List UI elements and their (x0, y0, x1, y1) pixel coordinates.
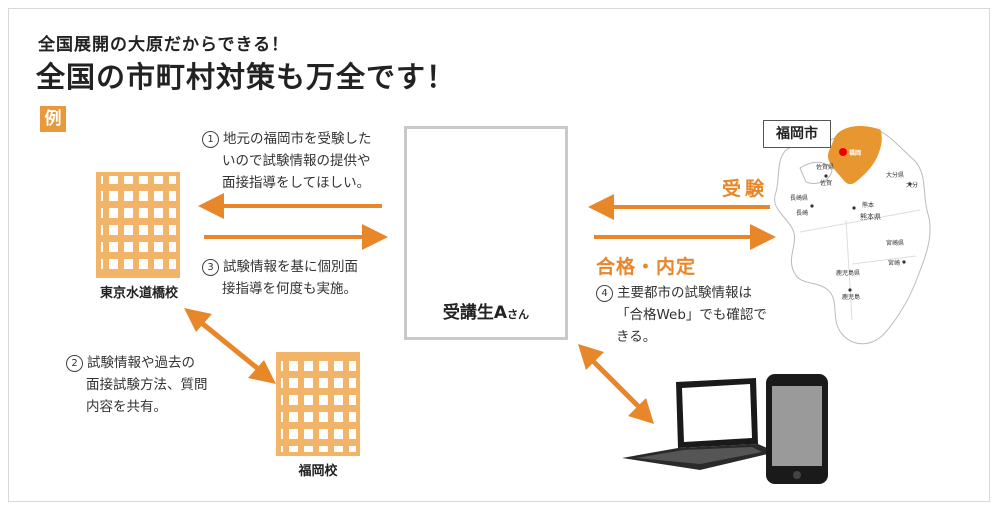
kyushu-map (774, 126, 931, 345)
arrow-pass-right (594, 224, 776, 250)
exam-label: 受験 (722, 178, 769, 200)
map-city-fukuoka: 福岡 (849, 150, 862, 157)
step3-number: 3 (202, 259, 219, 276)
map-city-oita-pref: 大分県 (886, 172, 905, 179)
person-name-main: 受講生A (442, 303, 508, 323)
building-tokyo-icon (96, 172, 180, 278)
map-title: 福岡市 (763, 120, 831, 148)
step3-line2: 接指導を何度も実施。 (222, 281, 357, 297)
map-city-nagasaki-pref: 長崎県 (790, 195, 809, 202)
map-city-kumamoto: 熊本 (862, 202, 875, 209)
step4-line2: 「合格Web」でも確認で (616, 307, 767, 323)
person-name-suffix: さん (507, 308, 530, 321)
arrow-tokyo-fukuoka (184, 308, 276, 384)
header-subtitle: 全国展開の大原だからできる！ (38, 35, 290, 55)
step2-number: 2 (66, 355, 83, 372)
school-tokyo-label: 東京水道橋校 (99, 286, 178, 301)
laptop-icon (622, 378, 776, 470)
map-city-miyazaki-pref: 宮崎県 (886, 240, 905, 247)
step1-line3: 面接指導をしてほしい。 (222, 175, 371, 191)
example-badge: 例 (40, 106, 66, 132)
smartphone-icon (766, 374, 828, 484)
map-city-nagasaki: 長崎 (796, 210, 809, 217)
arrow-person-devices (578, 344, 654, 424)
pass-label: 合格・内定 (596, 256, 697, 278)
building-fukuoka-icon (276, 352, 360, 456)
map-city-saga: 佐賀 (820, 180, 833, 187)
step4-line3: きる。 (616, 329, 657, 345)
step4-number: 4 (596, 285, 613, 302)
arrow-exam-left (588, 194, 770, 220)
step1-line2: いので試験情報の提供や (222, 153, 371, 169)
map-city-kagoshima: 鹿児島 (842, 294, 861, 301)
map-city-miyazaki: 宮崎 (888, 260, 901, 267)
step1-number: 1 (202, 131, 219, 148)
step2-line2: 面接試験方法、質問 (86, 377, 208, 393)
diagram-frame (8, 8, 990, 502)
person-box (404, 126, 568, 340)
header-title: 全国の市町村対策も万全です！ (36, 60, 457, 94)
arrow-to-person (204, 224, 388, 250)
school-fukuoka-label: 福岡校 (298, 464, 338, 479)
map-city-kagoshima-pref: 鹿児島県 (836, 270, 861, 277)
step2-line3: 内容を共有。 (86, 399, 167, 415)
map-city-oita: 大分 (906, 182, 919, 189)
arrow-to-tokyo (198, 193, 382, 219)
map-city-kumamoto-pref: 熊本県 (860, 213, 881, 221)
map-city-saga-pref: 佐賀県 (816, 164, 835, 171)
person-name: 受講生Aさん (404, 298, 568, 323)
